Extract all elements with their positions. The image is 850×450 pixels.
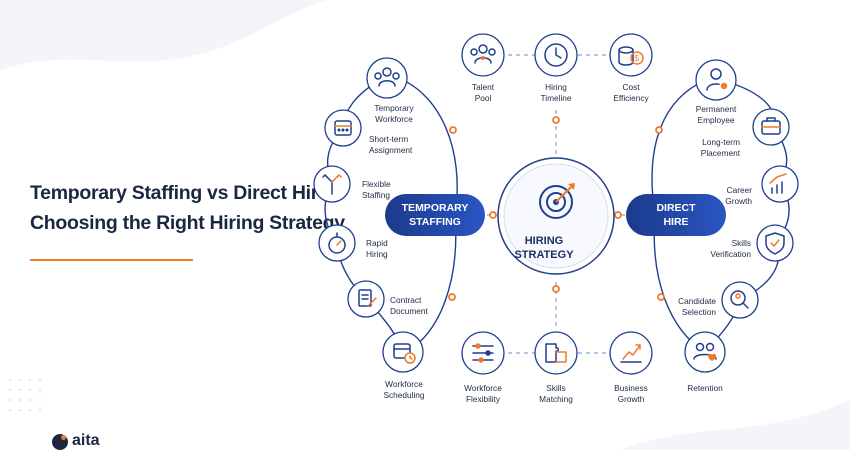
schedule-icon <box>393 343 416 364</box>
clock-icon <box>544 43 568 67</box>
team-icon <box>374 67 400 87</box>
temporary-staffing-pill <box>385 194 485 236</box>
talent-pool-icon <box>470 44 496 64</box>
hiring-strategy-label: HIRING STRATEGY <box>514 235 574 261</box>
career-chart-icon <box>769 173 787 194</box>
brand-logo: aita <box>52 432 142 450</box>
center-hub <box>497 157 615 275</box>
stopwatch-icon <box>328 232 346 254</box>
node-label-retention: Retention <box>687 383 723 393</box>
target-icon <box>539 183 575 219</box>
title-underline <box>30 259 193 261</box>
connector-dots <box>448 116 665 301</box>
direct-hire-label: DIRECT HIRE <box>656 202 696 228</box>
title-line-2: Choosing the Right Hiring Strategy <box>30 212 345 234</box>
calendar-icon <box>334 120 352 136</box>
magnifier-user-icon <box>730 290 749 309</box>
temporary-staffing-label: TEMPORARY STAFFING <box>401 202 469 228</box>
coins-icon: $ <box>618 46 644 66</box>
contract-icon <box>358 289 377 307</box>
logo-mark-icon <box>52 434 68 450</box>
sliders-icon <box>472 343 494 363</box>
direction-arrows-icon <box>322 174 342 195</box>
shield-check-icon <box>765 232 785 255</box>
title-line-1: Temporary Staffing vs Direct Hire: <box>30 182 335 204</box>
logo-text: aita <box>72 432 100 449</box>
page-title: Temporary Staffing vs Direct Hire: Choos… <box>30 178 345 238</box>
briefcase-icon <box>761 117 781 135</box>
puzzle-icon <box>545 343 567 363</box>
svg-text:$: $ <box>635 54 640 63</box>
employee-icon <box>706 68 729 91</box>
growth-chart-icon <box>620 344 642 363</box>
direct-hire-pill <box>626 194 726 236</box>
retention-icon <box>693 342 717 361</box>
